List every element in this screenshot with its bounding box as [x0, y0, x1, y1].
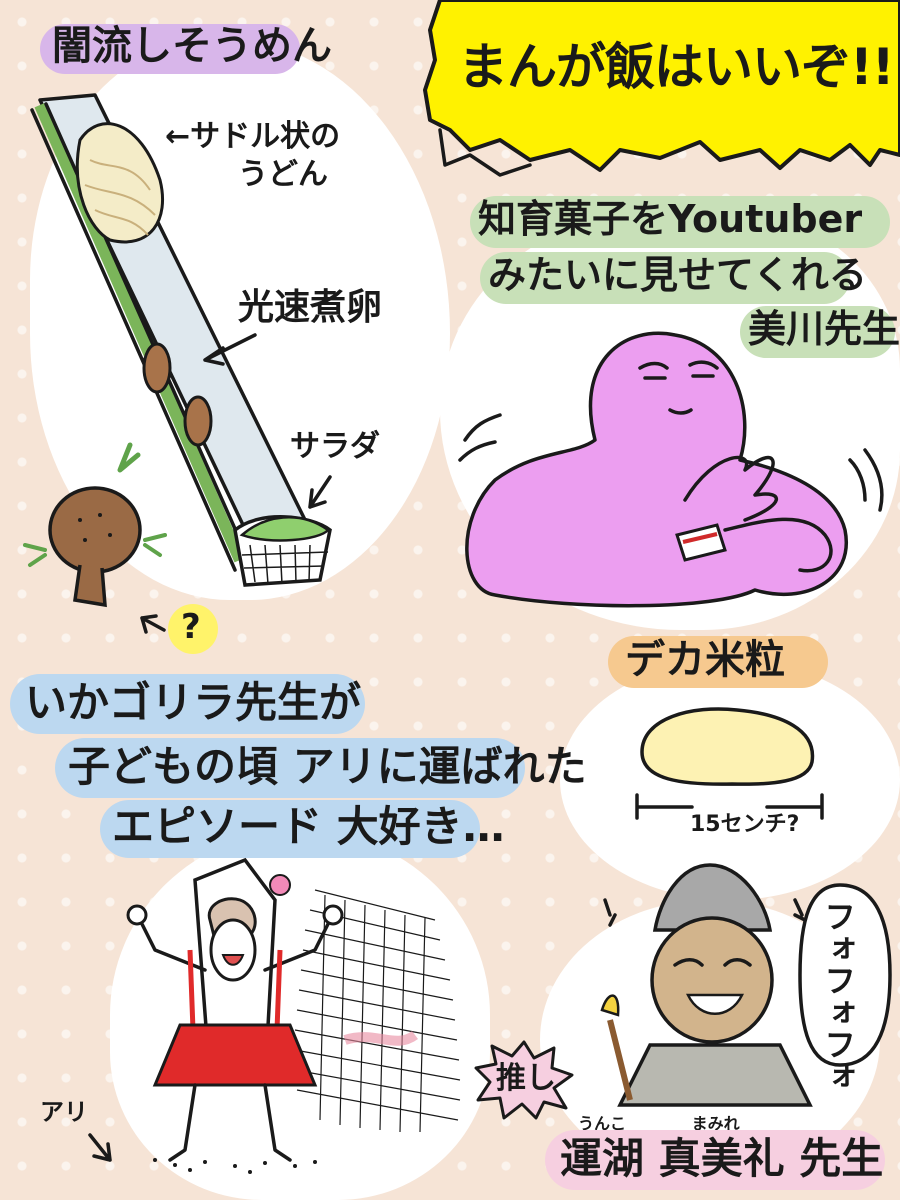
label-udon: ←サドル状の — [165, 119, 341, 154]
rice-title-highlight — [608, 636, 828, 688]
sweets-line-1: 知育菓子をYoutuber — [478, 197, 863, 241]
ika-line-3: エピソード 大好き… — [112, 802, 505, 851]
egg-arrow — [203, 333, 257, 366]
monk-illustration — [600, 863, 813, 1107]
ika-line-2: 子どもの頃 アリに運ばれた — [68, 742, 587, 791]
laugh-speech-bubble — [798, 883, 892, 1067]
question-arrow — [140, 614, 166, 634]
ika-highlight-3 — [100, 800, 480, 858]
question-mark: ? — [181, 607, 201, 647]
drumstick-creature — [23, 442, 167, 608]
somen-title-highlight — [40, 24, 300, 74]
question-highlight — [168, 604, 218, 654]
sweets-line-2: みたいに見せてくれる — [488, 253, 867, 297]
sweets-highlight-3 — [740, 306, 895, 358]
label-egg: 光速煮卵 — [238, 287, 383, 328]
label-salad: サラダ — [290, 429, 380, 464]
laugh-text: フォフォフォ — [819, 900, 857, 1092]
oshi-burst — [474, 1040, 574, 1120]
giant-rice-grain — [635, 707, 824, 820]
ika-gorilla-illustration — [126, 857, 461, 1174]
sweets-highlight-2 — [480, 252, 850, 304]
label-udon-2: うどん — [238, 157, 328, 192]
salad-arrow — [308, 475, 332, 509]
pink-character-illustration — [458, 331, 884, 608]
title-banner — [423, 0, 900, 177]
ant-label: アリ — [40, 1098, 88, 1126]
ika-line-1: いかゴリラ先生が — [25, 678, 362, 727]
oshi-text: 推し — [496, 1061, 556, 1096]
ant-arrow — [88, 1133, 112, 1162]
somen-slide-illustration — [30, 93, 332, 587]
name-furigana: うんこ まみれ — [578, 1114, 740, 1133]
sweets-highlight-1 — [470, 196, 890, 248]
ika-highlight-2 — [55, 738, 525, 798]
rice-size-label: 15センチ? — [690, 812, 800, 837]
rice-title: デカ米粒 — [625, 637, 785, 683]
title-banner-text: まんが飯はいいぞ!! — [458, 38, 895, 96]
name-highlight — [545, 1130, 885, 1190]
ika-highlight-1 — [10, 674, 365, 734]
name-text: 運湖 真美礼 先生 — [560, 1134, 884, 1183]
sweets-line-3: 美川先生 — [748, 307, 900, 351]
somen-title: 闇流しそうめん — [52, 23, 332, 69]
